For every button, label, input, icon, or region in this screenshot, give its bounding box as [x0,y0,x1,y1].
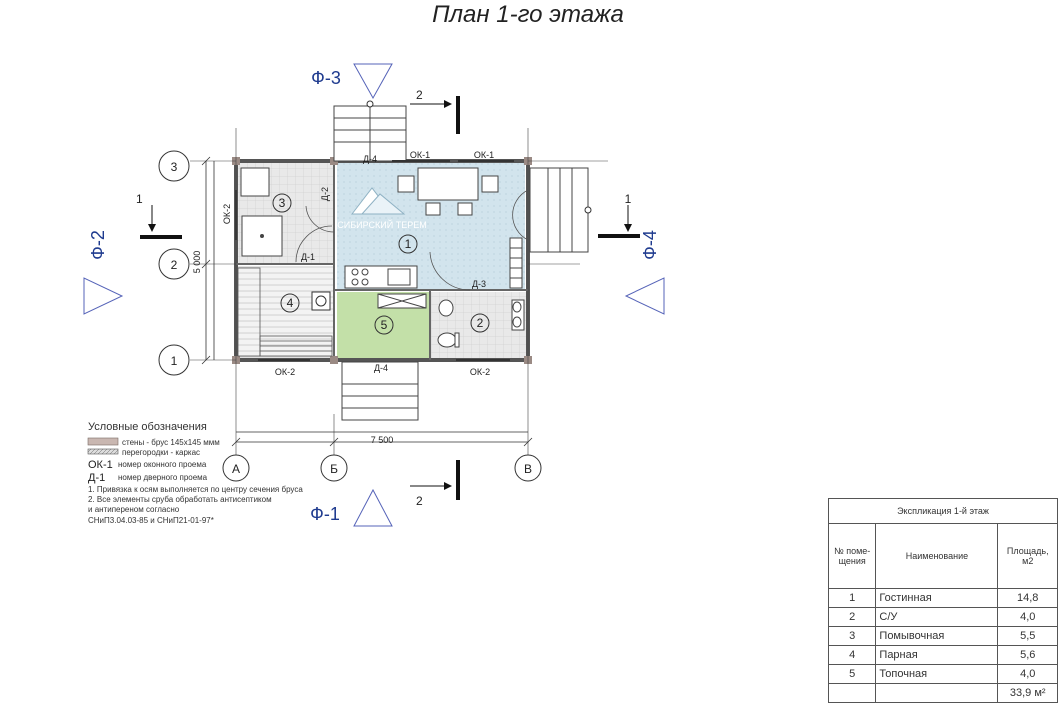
table-row: 1 Гостинная 14,8 [827,588,1058,608]
dining-table [397,167,499,216]
axis-bubble-a: A [222,454,250,482]
legend-window-desc: номер оконного проема [118,460,207,469]
svg-text:3: 3 [171,160,178,174]
col-header-num: № поме- щения [827,523,877,589]
dimension-width-label: 7 500 [371,435,394,445]
legend-partitions-swatch [87,448,119,455]
door-label-d1: Д-1 [301,252,315,262]
svg-text:Ф-4: Ф-4 [640,230,660,260]
opening-labels: ОК-1 ОК-1 ОК-2 ОК-2 ОК-2 Д-1 Д-2 Д-3 Д-4… [222,150,494,377]
sink-icon [511,299,525,331]
shower-tray [240,167,283,257]
table-row: 4 Парная 5,6 [827,645,1058,665]
porch-top [333,105,407,162]
legend: Условные обозначения стены - брус 145х14… [87,421,303,525]
logo: СИБИРСКИЙ ТЕРЕМ [337,187,427,230]
logo-text: СИБИРСКИЙ ТЕРЕМ [337,219,426,230]
svg-text:A: A [232,462,240,476]
section-mark-1-left [140,205,182,239]
sauna-benches [237,267,333,357]
kitchen-unit [344,265,418,289]
axis-bubble-2: 2 [158,248,190,280]
stairs-indicator [509,237,523,289]
porch-right [529,167,589,253]
svg-text:В: В [524,462,532,476]
room-number-1: 1 [405,237,412,251]
svg-text:Ф-3: Ф-3 [311,68,341,88]
room-number-markers: 1 2 3 4 5 [272,193,490,335]
legend-walls-text: стены - брус 145х145 ммм [122,438,220,447]
svg-text:Ф-1: Ф-1 [310,504,340,524]
room-number-3: 3 [279,196,286,210]
legend-title: Условные обозначения [88,421,207,433]
dimension-horizontal [231,431,533,447]
window-label-ok1-a: ОК-1 [410,150,430,160]
window-label-ok2-c: ОК-2 [222,204,232,224]
window-label-ok2-b: ОК-2 [470,367,490,377]
explication-caption: Экспликация 1-й этаж [828,498,1058,524]
door-label-d3: Д-3 [472,279,486,289]
legend-walls-swatch [87,437,119,446]
window-label-ok2-a: ОК-2 [275,367,295,377]
section-label-2-top: 2 [416,88,423,102]
table-row: 2 С/У 4,0 [827,607,1058,627]
section-mark-2-top [410,96,460,134]
view-marker-f2: Ф-2 [83,230,124,315]
axis-bubble-3: 3 [158,150,190,182]
total-area: 33,9 м² [997,683,1058,703]
legend-note-2: 2. Все элементы сруба обработать антисеп… [88,495,272,504]
section-mark-1-right [598,205,640,238]
dimension-height-label: 5 000 [192,251,202,274]
legend-door-desc: номер дверного проема [118,473,208,482]
room-number-5: 5 [381,318,388,332]
svg-text:Б: Б [330,462,338,476]
dimension-vertical [201,156,215,365]
room-number-4: 4 [287,296,294,310]
legend-note-3: и антипереном согласно [88,505,180,514]
door-label-d2: Д-2 [320,187,330,201]
table-total-row: 33,9 м² [827,683,1058,703]
legend-note-1: 1. Привязка к осям выполняется по центру… [88,485,303,494]
door-label-d4-top: Д-4 [363,154,377,164]
legend-window-code: ОК-1 [88,459,113,471]
section-label-1-left: 1 [136,192,143,206]
page-title: План 1-го этажа [432,1,624,28]
svg-text:1: 1 [171,354,178,368]
room-number-2: 2 [477,316,484,330]
explication-table: Экспликация 1-й этаж № поме- щения Наиме… [827,498,1058,703]
legend-door-code: Д-1 [88,472,105,484]
view-marker-f3: Ф-3 [311,63,393,108]
toilet-icon [437,299,460,348]
col-header-area: Площадь, м2 [997,523,1058,589]
svg-text:Ф-2: Ф-2 [88,230,108,260]
boiler-unit [377,293,427,309]
legend-note-4: СНиП3.04.03-85 и СНиП21-01-97* [88,516,214,525]
view-marker-f4: Ф-4 [584,206,665,315]
table-row: 5 Топочная 4,0 [827,664,1058,684]
stove-icon [311,291,331,311]
section-label-1-right: 1 [625,192,632,206]
section-label-2-bottom: 2 [416,494,423,508]
legend-partitions-text: перегородки - каркас [122,448,200,457]
axis-bubble-1: 1 [158,344,190,376]
axis-bubble-b: Б [320,454,348,482]
view-marker-f1: Ф-1 [310,488,393,527]
section-mark-2-bottom [410,460,460,500]
axis-lines [190,128,608,456]
room-steam-floor [238,266,333,358]
table-row: 3 Помывочная 5,5 [827,626,1058,646]
porch-bottom [341,361,419,421]
window-label-ok1-b: ОК-1 [474,150,494,160]
partitions [236,161,528,360]
svg-text:2: 2 [171,258,178,272]
axis-bubble-v: В [514,454,542,482]
col-header-name: Наименование [875,523,999,589]
door-label-d4-bottom: Д-4 [374,363,388,373]
